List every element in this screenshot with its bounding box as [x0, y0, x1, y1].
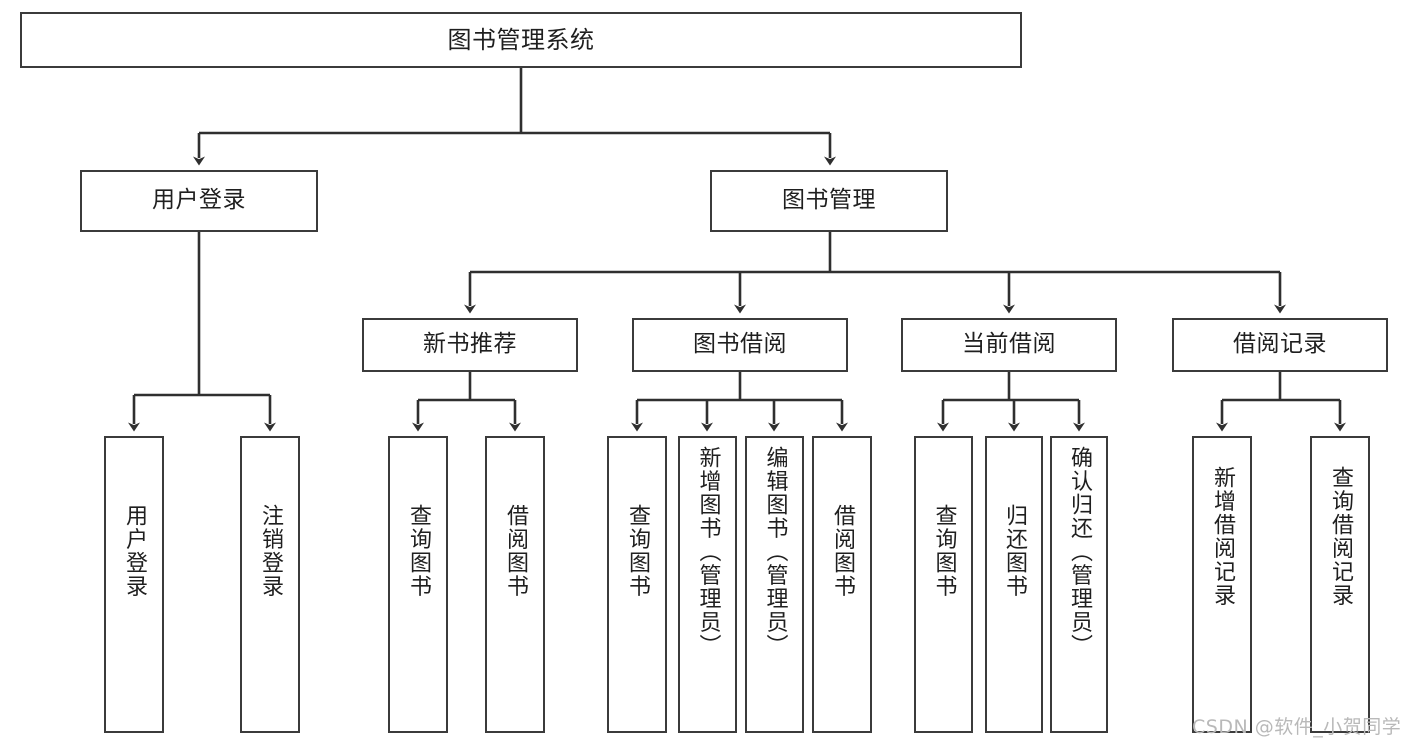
node-book-borrow[interactable]: 图书借阅	[632, 318, 848, 372]
node-root-label: 图书管理系统	[447, 25, 595, 54]
node-leaf-borrow-book-1[interactable]: 借阅图书	[485, 436, 545, 733]
node-leaf-borrow-book-2[interactable]: 借阅图书	[812, 436, 872, 733]
node-book-manage-label: 图书管理	[782, 187, 876, 214]
node-current-borrow[interactable]: 当前借阅	[901, 318, 1117, 372]
node-leaf-user-login-label: 用户登录	[121, 504, 147, 598]
node-leaf-edit-book-label: 编辑图书（管理员）	[762, 446, 788, 658]
node-leaf-query-book-2[interactable]: 查询图书	[607, 436, 667, 733]
node-borrow-record[interactable]: 借阅记录	[1172, 318, 1388, 372]
node-leaf-query-book-1[interactable]: 查询图书	[388, 436, 448, 733]
node-leaf-add-book-label: 新增图书（管理员）	[695, 446, 721, 658]
node-book-borrow-label: 图书借阅	[693, 331, 787, 358]
node-leaf-confirm-return[interactable]: 确认归还（管理员）	[1050, 436, 1108, 733]
node-current-borrow-label: 当前借阅	[962, 331, 1056, 358]
node-new-book-recommend[interactable]: 新书推荐	[362, 318, 578, 372]
node-leaf-query-book-2-label: 查询图书	[624, 504, 650, 598]
node-leaf-query-record[interactable]: 查询借阅记录	[1310, 436, 1370, 733]
node-leaf-user-login[interactable]: 用户登录	[104, 436, 164, 733]
node-leaf-borrow-book-2-label: 借阅图书	[829, 504, 855, 598]
node-root[interactable]: 图书管理系统	[20, 12, 1022, 68]
node-borrow-record-label: 借阅记录	[1233, 331, 1327, 358]
node-leaf-return-book-label: 归还图书	[1001, 504, 1027, 598]
node-new-book-recommend-label: 新书推荐	[423, 331, 517, 358]
node-leaf-edit-book[interactable]: 编辑图书（管理员）	[745, 436, 804, 733]
node-leaf-borrow-book-1-label: 借阅图书	[502, 504, 528, 598]
node-leaf-query-book-1-label: 查询图书	[405, 504, 431, 598]
node-book-manage[interactable]: 图书管理	[710, 170, 948, 232]
node-leaf-confirm-return-label: 确认归还（管理员）	[1066, 446, 1092, 658]
node-user-login[interactable]: 用户登录	[80, 170, 318, 232]
node-leaf-query-record-label: 查询借阅记录	[1327, 466, 1353, 607]
node-leaf-logout-label: 注销登录	[257, 504, 283, 598]
node-leaf-add-book[interactable]: 新增图书（管理员）	[678, 436, 737, 733]
watermark-text: CSDN @软件_小贺同学	[1192, 716, 1402, 738]
node-leaf-add-record-label: 新增借阅记录	[1209, 466, 1235, 607]
node-leaf-query-book-3-label: 查询图书	[931, 504, 957, 598]
node-leaf-query-book-3[interactable]: 查询图书	[914, 436, 973, 733]
node-leaf-add-record[interactable]: 新增借阅记录	[1192, 436, 1252, 733]
node-user-login-label: 用户登录	[152, 187, 246, 214]
node-leaf-logout[interactable]: 注销登录	[240, 436, 300, 733]
node-leaf-return-book[interactable]: 归还图书	[985, 436, 1043, 733]
